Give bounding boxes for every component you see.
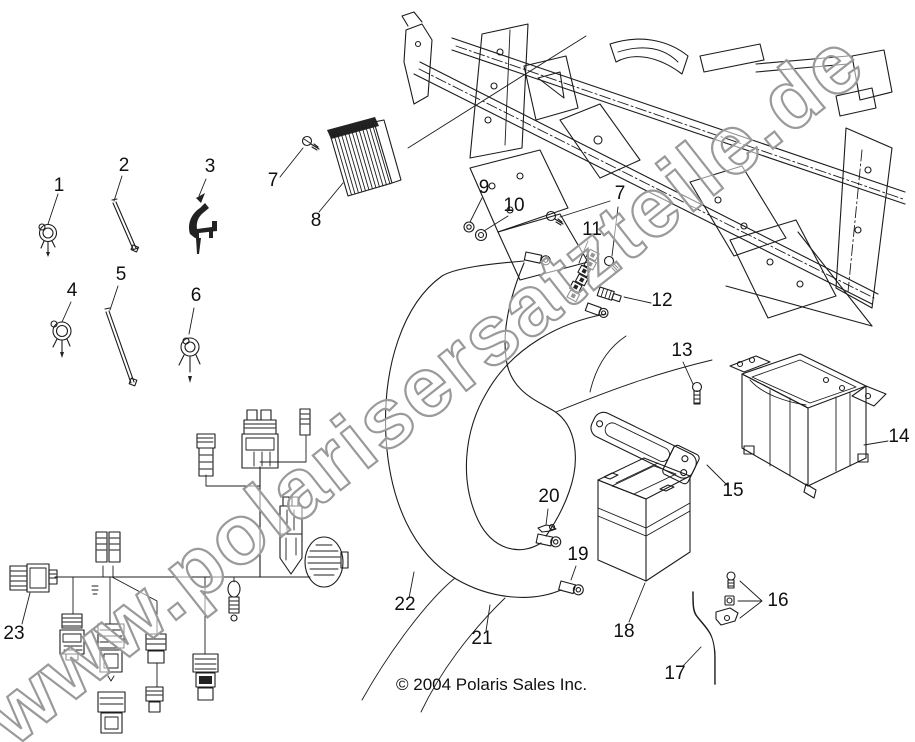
nut-part-10 [474, 228, 488, 242]
callout-15: 15 [722, 480, 743, 501]
callout-13: 13 [671, 340, 692, 361]
sensor-part-6 [178, 337, 201, 383]
callout-11: 11 [582, 219, 602, 240]
battery-cables [361, 251, 609, 713]
rod-part-2 [111, 198, 140, 253]
callout-17: 17 [664, 663, 685, 684]
battery-part-18 [597, 457, 691, 582]
callout-1: 1 [54, 175, 65, 196]
screw-part-7b-upper [545, 210, 564, 226]
callout-16: 16 [767, 590, 788, 611]
callout-14: 14 [888, 426, 910, 447]
ring-terminal-upper [523, 251, 551, 266]
callout-20: 20 [538, 486, 559, 507]
callout-7a: 7 [268, 170, 279, 191]
holddown-bracket-part-15 [590, 411, 700, 485]
nut-part-9 [463, 221, 475, 233]
wiring-harness-part-23 [9, 408, 349, 734]
callout-4: 4 [67, 280, 78, 301]
sensor-part-1 [38, 223, 58, 257]
callouts: 1 2 3 4 5 6 7 7 8 9 10 11 12 13 14 15 16… [3, 155, 910, 684]
voltage-regulator-part-8 [327, 117, 402, 197]
battery-box-part-14 [729, 353, 887, 499]
harness-main-connector [9, 563, 58, 593]
callout-19: 19 [567, 544, 588, 565]
bolt-part-13 [691, 381, 703, 405]
callout-5: 5 [116, 264, 127, 285]
callout-7b: 7 [615, 183, 626, 204]
callout-9: 9 [479, 177, 490, 198]
copyright-text: © 2004 Polaris Sales Inc. [396, 675, 587, 694]
screw-part-7a [301, 135, 320, 151]
vehicle-frame [401, 11, 906, 413]
callout-23: 23 [3, 623, 24, 644]
callout-22: 22 [394, 594, 415, 615]
sensor-part-4 [50, 320, 72, 358]
rod-part-17 [692, 591, 717, 685]
fastener-set-part-16 [715, 571, 739, 626]
callout-18: 18 [613, 621, 634, 642]
bracket-part-3 [189, 203, 217, 254]
screw-part-7b-lower [603, 255, 619, 273]
callout-2: 2 [119, 155, 130, 176]
rod-part-5 [104, 307, 138, 387]
callout-10: 10 [503, 195, 524, 216]
terminal-part-12 [596, 286, 622, 303]
callout-8: 8 [311, 210, 322, 231]
ring-terminal-lower [535, 533, 562, 548]
callout-12: 12 [651, 290, 672, 311]
callout-6: 6 [191, 285, 202, 306]
leader-lines [21, 147, 889, 667]
ring-terminal-mid [584, 302, 609, 318]
ring-terminal-part-19 [558, 580, 584, 596]
fuse-link-part-11 [566, 248, 600, 303]
callout-3: 3 [205, 156, 216, 177]
callout-21: 21 [471, 628, 492, 649]
